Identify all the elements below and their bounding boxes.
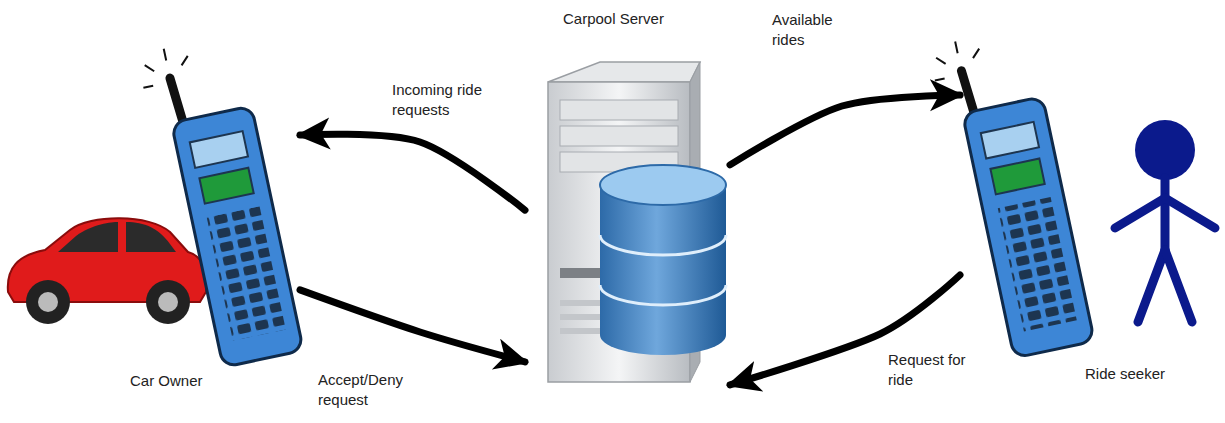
database (600, 165, 726, 355)
car (8, 218, 207, 324)
illustrated-node: Car Owner (0, 100, 300, 400)
mobile-phone (136, 33, 303, 371)
person (1115, 120, 1215, 322)
curved-arrow (730, 275, 960, 385)
arrow-label: Request for ride (888, 350, 972, 391)
illustrated-node: Ride seeker (960, 80, 1222, 395)
mobile-phone (928, 26, 1095, 362)
arrow-label: Available rides (772, 10, 864, 51)
curved-arrow (730, 95, 960, 165)
illustrated-node: Carpool Server (525, 5, 730, 395)
node-label: Carpool Server (563, 10, 664, 27)
node-label: Car Owner (130, 372, 203, 389)
curved-arrow (300, 290, 525, 362)
arrow-label: Accept/Deny request (318, 370, 422, 411)
curved-arrow (300, 134, 525, 210)
node-label: Ride seeker (1085, 365, 1165, 382)
arrow-label: Incoming ride requests (392, 80, 504, 121)
